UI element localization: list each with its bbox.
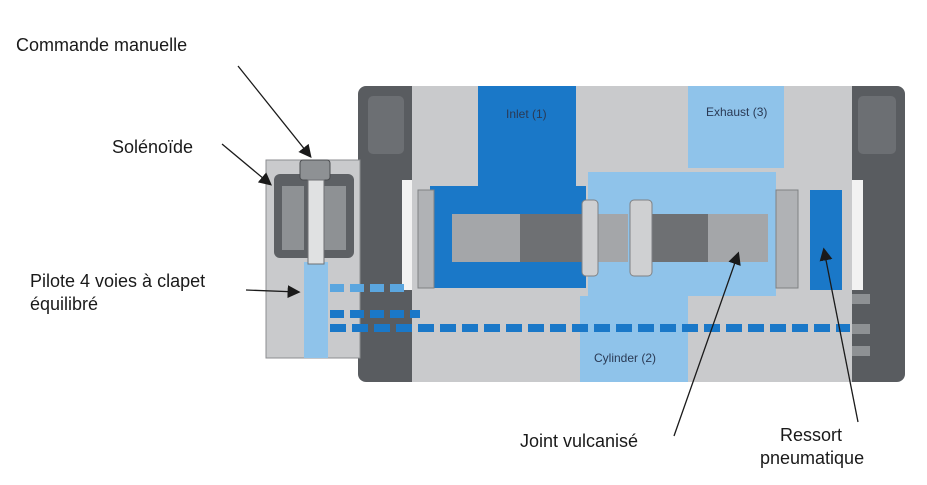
cylinder-port-label: Cylinder (2) — [594, 351, 656, 365]
spool-land-2 — [520, 214, 582, 262]
pilot-spool-channel — [304, 262, 328, 358]
manual-control-label: Commande manuelle — [16, 35, 188, 55]
solenoid-coil-left — [282, 186, 304, 250]
cylinder-port-channel — [580, 296, 688, 382]
pilot-plunger — [307, 179, 325, 265]
pilot-label-line1: Pilote 4 voies à clapet — [30, 271, 206, 291]
exhaust-port-channel — [688, 86, 784, 168]
solenoid-coil-right — [324, 186, 346, 250]
stop-ring-right — [775, 189, 799, 289]
spool-land-1 — [452, 214, 520, 262]
arrow-spring — [819, 247, 859, 423]
pilot-label-line2: équilibré — [30, 294, 99, 314]
arrow-pilot — [245, 285, 301, 299]
fitting-2 — [852, 324, 870, 334]
fitting-1 — [852, 294, 870, 304]
spring-label-line2: pneumatique — [760, 448, 865, 468]
inlet-port-label: Inlet (1) — [506, 107, 547, 121]
fitting-3 — [852, 346, 870, 356]
exhaust-port-label: Exhaust (3) — [706, 105, 767, 119]
spool-land-4 — [652, 214, 708, 262]
bonded-seal-label: Joint vulcanisé — [520, 431, 639, 451]
manual-override-button — [299, 159, 331, 181]
arrow-solenoid — [221, 143, 272, 186]
spool-disc-left — [581, 199, 599, 277]
arrow-manual-control — [237, 65, 312, 159]
spring-label-line1: Ressort — [780, 425, 843, 445]
spool-land-3 — [598, 214, 628, 262]
solenoid-label: Solénoïde — [112, 137, 194, 157]
inlet-port-channel — [478, 86, 576, 186]
stop-ring-left — [417, 189, 435, 289]
arrow-bonded-seal — [673, 251, 741, 437]
end-plate-left — [368, 96, 404, 154]
spring-chamber — [810, 190, 842, 290]
end-plate-right — [858, 96, 896, 154]
spool-disc-right — [629, 199, 653, 277]
